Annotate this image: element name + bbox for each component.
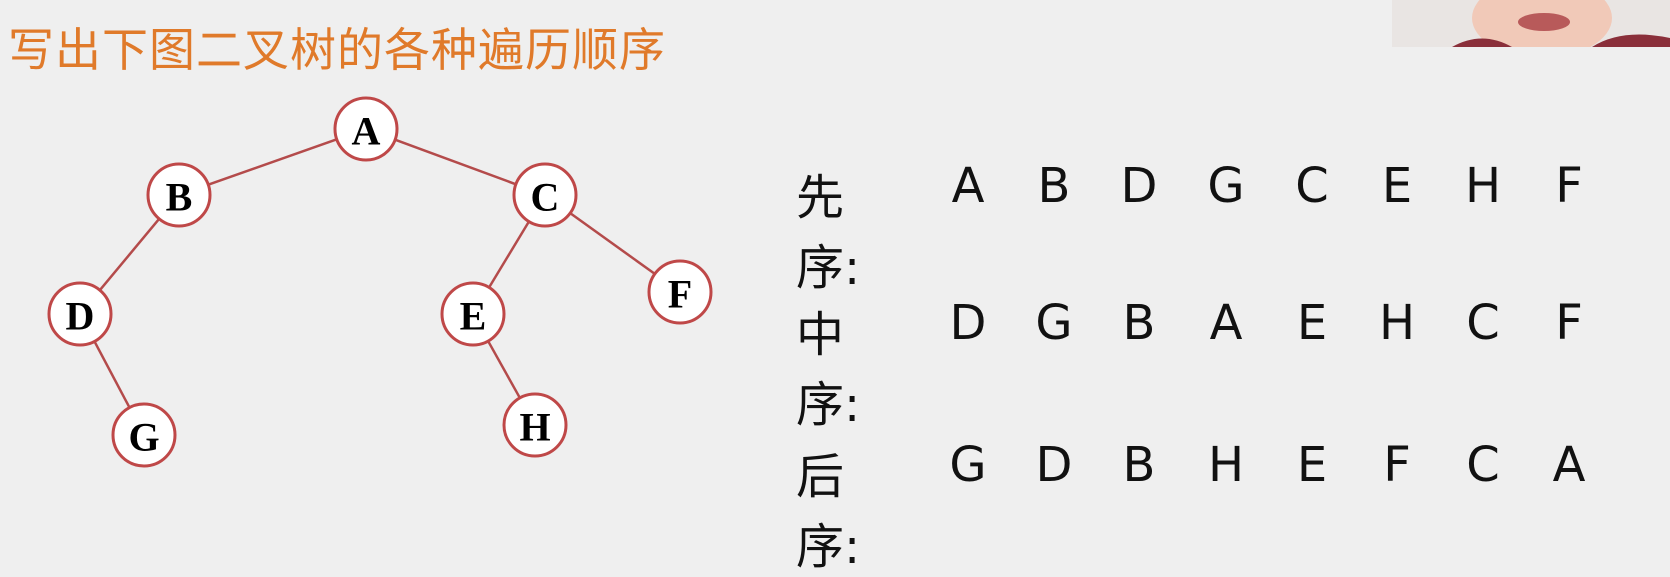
node-circle xyxy=(146,162,212,228)
edge-a-c xyxy=(394,138,517,186)
tree-node-c: C xyxy=(512,162,578,228)
tree-node-f: F xyxy=(647,259,713,325)
postorder-label: 后序: xyxy=(796,449,861,575)
sequence-item: E xyxy=(1381,158,1413,214)
sequence-item: C xyxy=(1466,437,1500,493)
tree-node-b: B xyxy=(146,162,212,228)
sequence-item: B xyxy=(1037,158,1071,214)
sequence-item: B xyxy=(1122,437,1156,493)
sequence-item: G xyxy=(1207,158,1245,214)
node-circle xyxy=(512,162,578,228)
page-title: 写出下图二叉树的各种遍历顺序 xyxy=(8,23,666,77)
presenter-face-image xyxy=(1392,0,1670,47)
edge-e-h xyxy=(487,340,521,399)
node-circle xyxy=(47,281,113,347)
node-circle xyxy=(111,402,177,468)
sequence-item: G xyxy=(949,437,987,493)
binary-tree-diagram: A B C D E F G H xyxy=(47,96,713,468)
inorder-label: 中序: xyxy=(796,307,861,433)
node-label: A xyxy=(352,109,381,154)
tree-node-g: G xyxy=(111,402,177,468)
sequence-item: F xyxy=(1555,295,1583,351)
edge-d-g xyxy=(93,340,131,409)
sequence-item: A xyxy=(1552,437,1586,493)
sequence-item: E xyxy=(1296,295,1328,351)
sequence-item: H xyxy=(1207,437,1245,493)
sequence-item: D xyxy=(1035,437,1073,493)
sequence-item: F xyxy=(1555,158,1583,214)
sequence-item: A xyxy=(951,158,985,214)
edge-a-b xyxy=(207,138,338,186)
sequence-item: F xyxy=(1383,437,1411,493)
sequence-item: D xyxy=(949,295,987,351)
sequence-item: E xyxy=(1296,437,1328,493)
tree-node-e: E xyxy=(440,281,506,347)
node-label: B xyxy=(166,175,193,220)
sequence-item: H xyxy=(1378,295,1416,351)
tree-node-d: D xyxy=(47,281,113,347)
sequence-item: H xyxy=(1464,158,1502,214)
node-circle xyxy=(502,392,568,458)
node-label: C xyxy=(531,175,560,220)
node-circle xyxy=(647,259,713,325)
sequence-item: D xyxy=(1120,158,1158,214)
sequence-item: B xyxy=(1122,295,1156,351)
node-label: F xyxy=(668,272,692,317)
sequence-item: C xyxy=(1295,158,1329,214)
node-label: D xyxy=(66,294,95,339)
edge-b-d xyxy=(98,218,161,291)
tree-node-h: H xyxy=(502,392,568,458)
webcam-overlay xyxy=(1392,0,1670,47)
sequence-item: A xyxy=(1209,295,1243,351)
preorder-label: 先序: xyxy=(796,170,861,296)
sequence-item: G xyxy=(1035,295,1073,351)
node-circle xyxy=(440,281,506,347)
node-circle xyxy=(333,96,399,162)
node-label: G xyxy=(128,415,159,460)
tree-node-a: A xyxy=(333,96,399,162)
sequence-item: C xyxy=(1466,295,1500,351)
node-label: E xyxy=(460,294,487,339)
edge-c-e xyxy=(487,220,531,289)
node-label: H xyxy=(519,405,550,450)
edge-c-f xyxy=(569,212,656,275)
